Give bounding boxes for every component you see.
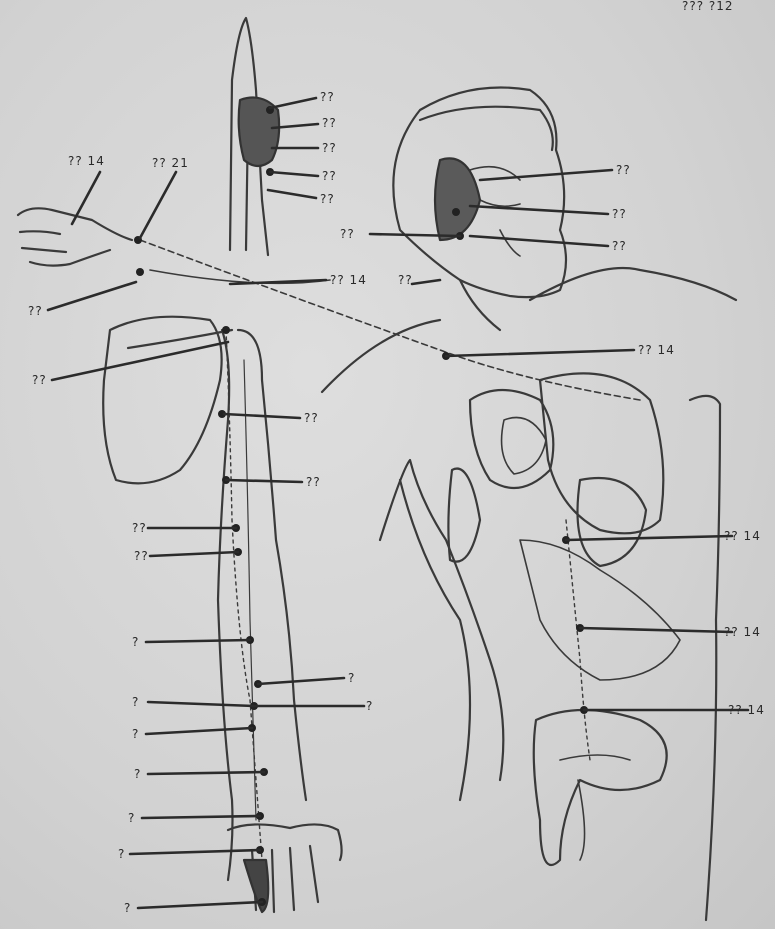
label-forearm-3: ?: [132, 636, 139, 648]
arm-meridian-line: [226, 330, 262, 860]
heart-outline: [470, 390, 553, 488]
label-arm-2: ??: [306, 476, 321, 488]
label-axilla: ??: [32, 374, 47, 386]
lower-hand: [228, 824, 342, 912]
label-head-1: ??: [616, 164, 631, 176]
label-shoulder-1: ?? 14: [68, 155, 105, 167]
pelvis-inner: [560, 755, 630, 860]
label-forearm-2: ??: [134, 550, 149, 562]
label-arm-1: ??: [304, 412, 319, 424]
label-forearm-9: ?: [128, 812, 135, 824]
label-forearm-5: ?: [132, 696, 139, 708]
label-shoulder-3: ??: [28, 305, 43, 317]
label-shoulder-5: ??: [398, 274, 413, 286]
arm-dangling-left: [400, 480, 470, 800]
torso-left-side: [380, 460, 503, 780]
label-upper-4: ??: [322, 170, 337, 182]
torso-left-edge: [322, 320, 440, 392]
label-head-4: ??: [340, 228, 355, 240]
torso-right-shoulder: [530, 268, 736, 300]
label-upper-1: ??: [320, 91, 335, 103]
label-forearm-10: ?: [118, 848, 125, 860]
head-outline: [393, 88, 566, 298]
label-head-3: ??: [612, 240, 627, 252]
label-forearm-7: ?: [132, 728, 139, 740]
label-forearm-11: ?: [124, 902, 131, 914]
intestine-outline: [520, 540, 680, 680]
corner-mark: ??? ?12: [682, 0, 734, 12]
label-abdomen-2: ?? 14: [724, 626, 761, 638]
label-abdomen-3: ?? 14: [728, 704, 765, 716]
label-upper-5: ??: [320, 193, 335, 205]
heart-inner: [502, 418, 546, 475]
label-upper-3: ??: [322, 142, 337, 154]
label-upper-2: ??: [322, 117, 337, 129]
label-abdomen-1: ?? 14: [724, 530, 761, 542]
label-head-2: ??: [612, 208, 627, 220]
label-chest: ?? 14: [638, 344, 675, 356]
pelvis-outline: [534, 710, 667, 865]
hair-line: [420, 107, 553, 150]
label-forearm-8: ?: [134, 768, 141, 780]
label-forearm-6: ?: [366, 700, 373, 712]
ear-shade: [435, 158, 480, 240]
point-shoulder-b: [136, 268, 144, 276]
acupoint-dots: [134, 106, 588, 906]
torso-right-side: [690, 396, 720, 920]
label-shoulder-2: ?? 21: [152, 157, 189, 169]
label-shoulder-4: ?? 14: [330, 274, 367, 286]
point-axilla: [222, 326, 230, 334]
label-forearm-4: ?: [348, 672, 355, 684]
label-forearm-1: ??: [132, 522, 147, 534]
liver-left: [448, 469, 480, 562]
point-head-a: [452, 208, 460, 216]
